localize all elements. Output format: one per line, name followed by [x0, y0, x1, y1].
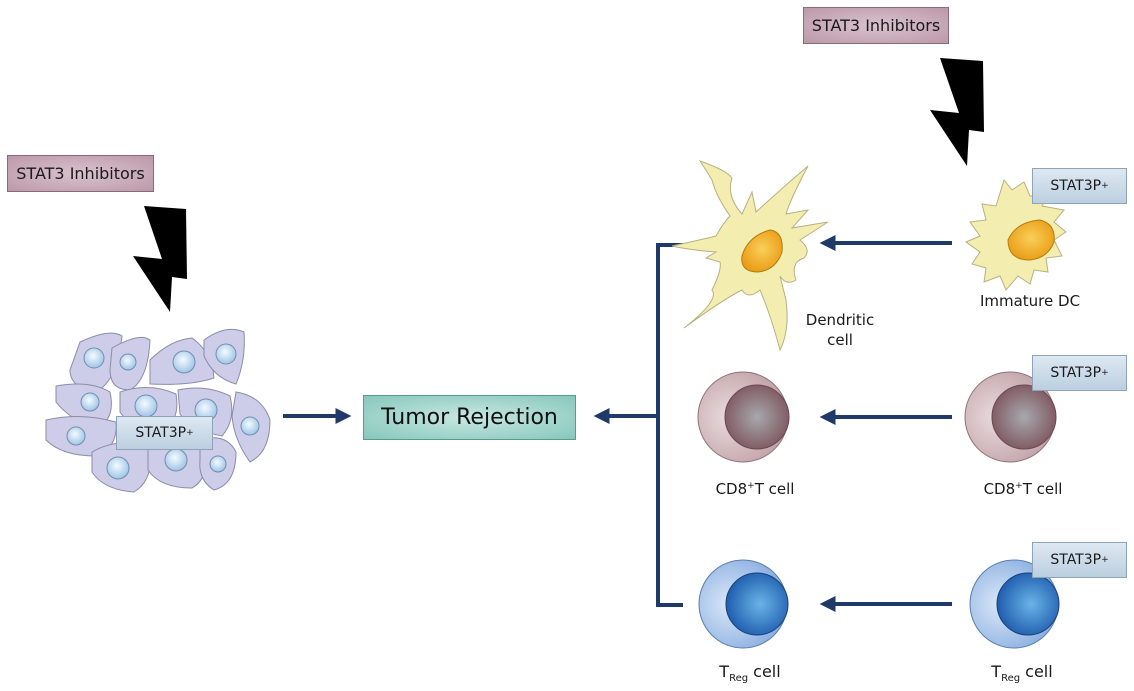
tumor-cell-nuclei [66, 343, 260, 480]
stat3p-tag-tumor: STAT3P+ [116, 416, 213, 450]
stat3-inhibitors-label-right: STAT3 Inhibitors [811, 16, 941, 35]
stat3-inhibitors-label-left: STAT3 Inhibitors [16, 164, 145, 183]
treg-cell-active [698, 559, 789, 649]
stat3-inhibitors-box-left: STAT3 Inhibitors [7, 155, 154, 192]
cd8-t-cell-active [697, 371, 790, 463]
stat3p-tag-treg: STAT3P+ [1032, 542, 1127, 578]
cd8-text: CD8 [715, 480, 748, 498]
dendritic-cell-mature [671, 160, 829, 352]
bracket-connector [593, 243, 683, 607]
stat3p-text: STAT3P [1050, 178, 1102, 194]
cd8-t-cell-label-right: CD8+T cell [968, 480, 1078, 498]
cd8-text: CD8 [983, 480, 1016, 498]
cd8-sup: + [747, 481, 755, 491]
t-cell-text: T cell [1022, 480, 1063, 498]
tumor-rejection-box: Tumor Rejection [363, 395, 576, 440]
tumor-cell-cluster [45, 328, 271, 493]
lightning-bolt-icon-left [133, 206, 187, 312]
stat3p-text: STAT3P [1050, 365, 1102, 381]
t-text: T [719, 662, 730, 681]
treg-cell-stat3 [969, 559, 1060, 649]
tumor-rejection-label: Tumor Rejection [381, 405, 558, 430]
reg-sub: Reg [1001, 673, 1021, 685]
lightning-bolt-icon-right [930, 58, 984, 166]
cd8-t-cell-stat3 [964, 371, 1057, 463]
cell-text: cell [748, 662, 781, 681]
stat3p-text: STAT3P [1050, 552, 1102, 568]
cd8-sup: + [1015, 481, 1023, 491]
treg-cell-label-right: TReg cell [972, 662, 1072, 685]
stat3p-text: STAT3P [135, 425, 187, 441]
stat3-inhibitors-box-right: STAT3 Inhibitors [803, 7, 949, 44]
stat3p-tag-immature-dc: STAT3P+ [1032, 168, 1127, 204]
dendritic-cell-label: Dendritic cell [795, 310, 885, 350]
immature-dc-label: Immature DC [979, 292, 1081, 310]
t-cell-text: T cell [754, 480, 795, 498]
cell-text: cell [1020, 662, 1053, 681]
cd8-t-cell-label-left: CD8+T cell [700, 480, 810, 498]
reg-sub: Reg [729, 673, 749, 685]
stat3p-tag-cd8: STAT3P+ [1032, 355, 1127, 391]
treg-cell-label-left: TReg cell [700, 662, 800, 685]
dendritic-cell-label-line2: cell [827, 331, 853, 349]
dendritic-cell-label-line1: Dendritic [805, 311, 875, 329]
immature-dendritic-cell [964, 178, 1067, 291]
t-text: T [991, 662, 1002, 681]
